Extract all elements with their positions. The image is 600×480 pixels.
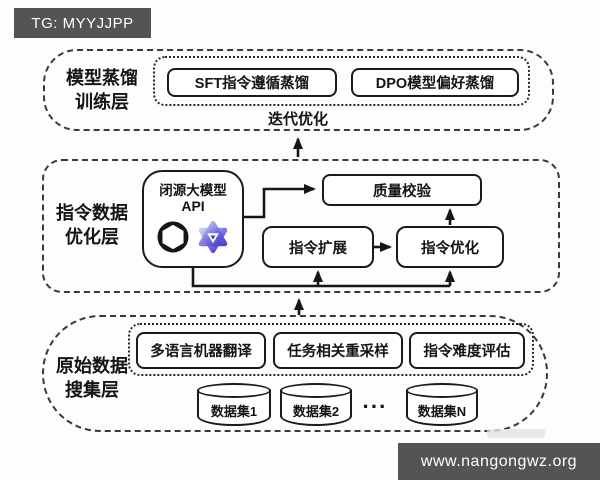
- faint-watermark: [487, 429, 545, 438]
- tg-watermark-banner: TG: MYYJJPP: [14, 8, 151, 38]
- dataset-2-label: 数据集2: [292, 404, 340, 419]
- dataset-n-cylinder: 数据集N: [406, 383, 478, 426]
- llm-logos: [155, 218, 232, 261]
- training-layer-label: 模型蒸馏 训练层: [50, 62, 154, 118]
- collect-layer-label-line2: 搜集层: [65, 380, 119, 400]
- training-layer-label-line1: 模型蒸馏: [66, 67, 138, 88]
- quality-check-box: 质量校验: [322, 174, 482, 206]
- data-processing-group: [128, 323, 534, 376]
- api-box-title: 闭源大模型: [159, 183, 227, 198]
- optimize-layer-label-line2: 优化层: [65, 227, 119, 247]
- training-layer-label-line2: 训练层: [75, 92, 129, 112]
- layer-raw-data-collection: [42, 315, 548, 432]
- dataset-1-label: 数据集1: [210, 404, 258, 419]
- api-box-subtitle: API: [181, 198, 205, 214]
- optimize-layer-label-line1: 指令数据: [56, 202, 128, 223]
- dataset-n-label: 数据集N: [417, 404, 467, 419]
- multilingual-translation-box: 多语言机器翻译: [136, 332, 266, 369]
- collect-layer-label: 原始数据 搜集层: [40, 350, 144, 406]
- optimize-layer-label: 指令数据 优化层: [40, 197, 144, 253]
- task-resampling-box: 任务相关重采样: [273, 332, 403, 369]
- dpo-distillation-box: DPO模型偏好蒸馏: [351, 68, 519, 97]
- dataset-1-cylinder: 数据集1: [197, 383, 271, 426]
- dataset-2-cylinder: 数据集2: [280, 383, 352, 426]
- cylinder-top: [280, 383, 352, 398]
- instruction-optimize-box: 指令优化: [396, 226, 504, 268]
- tongyi-logo-icon: [194, 218, 232, 261]
- layer-model-distillation-training: [43, 49, 554, 131]
- layer-instruction-data-optimization: [42, 159, 560, 293]
- iterative-optimization-label: 迭代优化: [267, 111, 328, 128]
- collect-layer-label-line1: 原始数据: [56, 355, 128, 376]
- datasets-ellipsis: ···: [362, 394, 388, 419]
- difficulty-evaluation-box: 指令难度评估: [409, 332, 525, 369]
- instruction-expand-box: 指令扩展: [262, 226, 374, 268]
- openai-logo-icon: [155, 219, 191, 260]
- site-watermark-banner: www.nangongwz.org: [398, 443, 600, 480]
- cylinder-top: [197, 383, 271, 398]
- cylinder-top: [406, 383, 478, 398]
- sft-distillation-box: SFT指令遵循蒸馏: [167, 68, 337, 97]
- closed-source-llm-api-box: 闭源大模型 API: [142, 170, 244, 268]
- distillation-methods-group: [153, 56, 530, 106]
